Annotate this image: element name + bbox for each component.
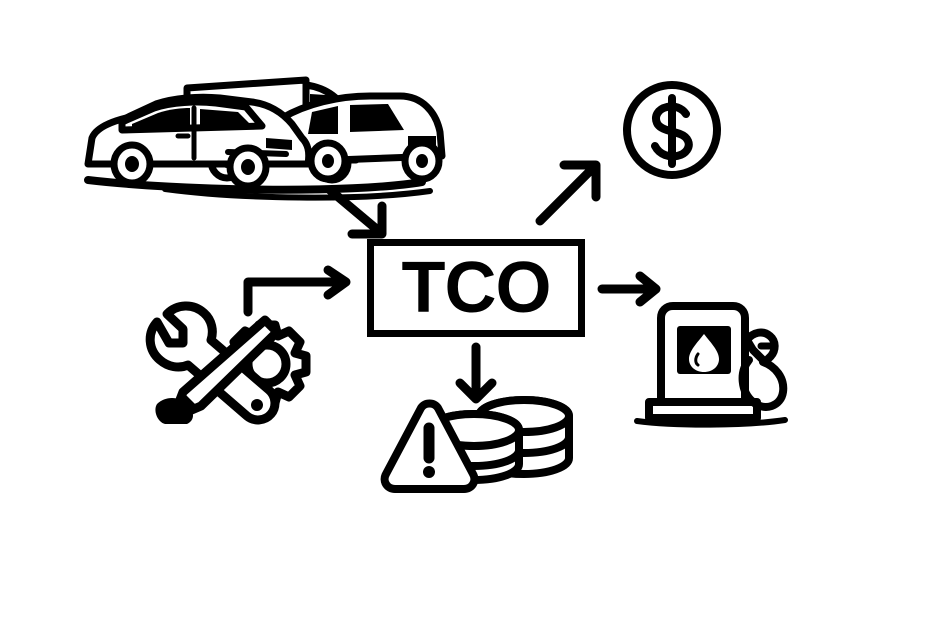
warning-triangle-icon xyxy=(380,399,479,493)
arrow-tco-to-risk xyxy=(448,342,504,407)
vehicle-fleet-graphic xyxy=(84,76,446,201)
vehicle-fleet-icon xyxy=(70,60,450,205)
arrow-vehicles-to-tco xyxy=(322,182,402,244)
fuel-pump-icon xyxy=(634,300,790,435)
arrow-tools-to-tco xyxy=(240,265,360,318)
warning-coins-icon xyxy=(373,392,578,497)
wrench-gear-icon xyxy=(135,300,325,430)
tools-graphic xyxy=(145,301,311,425)
arrow-tco-to-dollar xyxy=(532,157,612,229)
tco-box: TCO xyxy=(367,239,585,337)
screwdriver-icon xyxy=(155,315,282,424)
arrow-tco-to-fuel xyxy=(597,271,666,307)
dollar-coin-icon xyxy=(620,78,724,182)
fuel-pump-graphic xyxy=(634,302,788,428)
tco-label: TCO xyxy=(401,248,552,328)
warning-coins-graphic xyxy=(380,396,573,493)
